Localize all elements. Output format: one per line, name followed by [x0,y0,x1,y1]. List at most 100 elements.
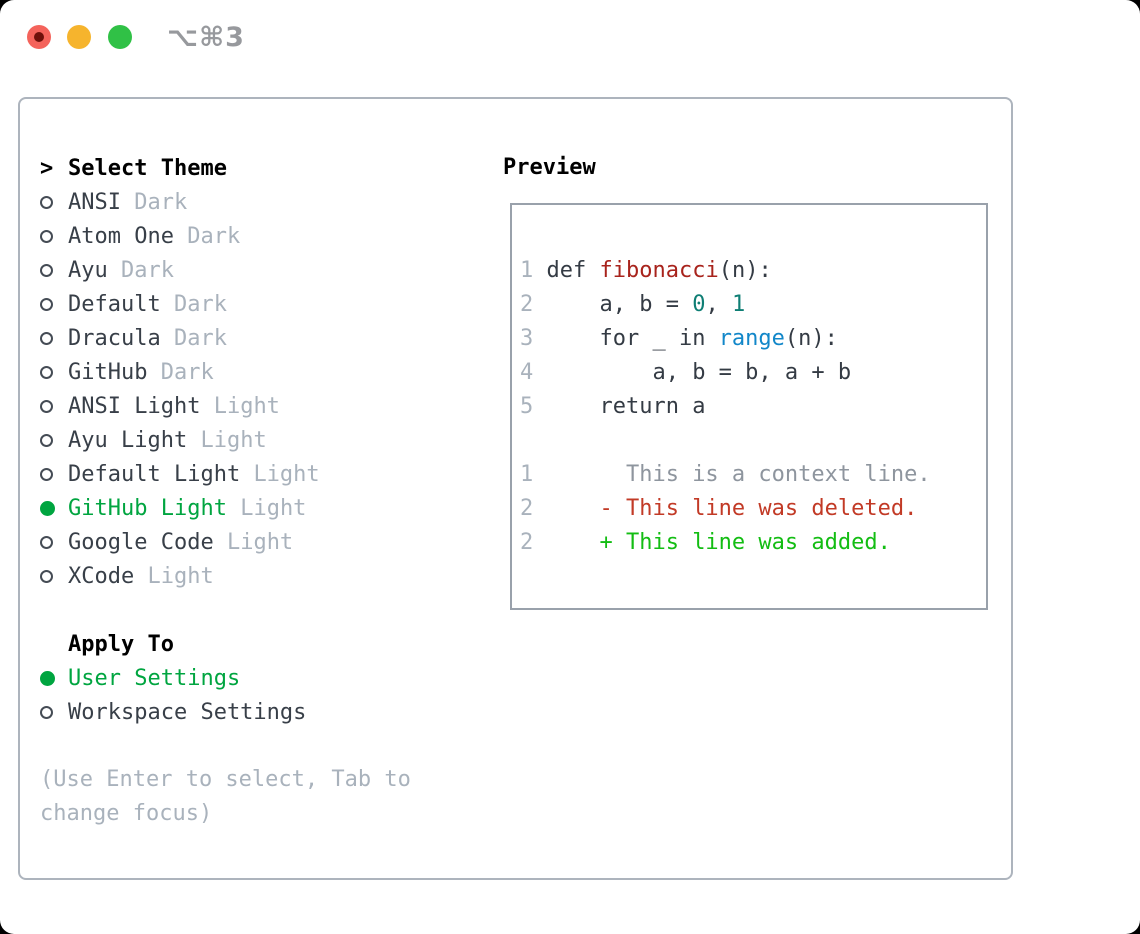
theme-name: ANSI [68,189,121,215]
zoom-button-icon[interactable] [108,25,132,49]
theme-variant: Dark [134,189,188,215]
radio-icon [40,229,53,243]
diff-context-line: 1 This is a context line. [520,458,980,492]
theme-name: Default Light [68,461,241,487]
theme-variant: Light [226,529,294,555]
titlebar: ⌥⌘3 [0,0,1140,72]
code-line: 5 return a [520,390,980,424]
apply-to-header: Apply To [40,627,490,661]
line-number: 5 [520,394,534,419]
theme-option-ansi-dark[interactable]: ANSI Dark [40,185,490,219]
radio-icon [40,569,53,583]
code-token: , [705,292,732,317]
code-token: a, b = b, a + b [533,360,852,385]
window-title: ⌥⌘3 [167,22,245,53]
close-button-icon[interactable] [27,25,51,49]
theme-variant: Dark [187,223,241,249]
theme-option-ayu-light[interactable]: Ayu Light Light [40,423,490,457]
apply-option-workspace-settings[interactable]: Workspace Settings [40,695,490,729]
diff-added-line: 2 + This line was added. [520,526,980,560]
code-token: return a [533,394,706,419]
number-token: 0 [692,292,706,317]
radio-icon [40,195,53,209]
radio-icon [40,365,53,379]
diff-context-text: This is a context line. [533,462,931,487]
apply-option-user-settings[interactable]: User Settings [40,661,490,695]
preview-box: 1 def fibonacci(n): 2 a, b = 0, 1 3 for … [510,203,988,610]
theme-name: Ayu Light [68,427,188,453]
theme-name: ANSI Light [68,393,201,419]
theme-variant: Dark [160,359,214,385]
theme-option-dracula-dark[interactable]: Dracula Dark [40,321,490,355]
preview-title: Preview [503,155,596,180]
select-theme-label: Select Theme [68,155,227,181]
theme-selector-panel: > Select Theme ANSI Dark Atom One Dark A… [18,97,1013,880]
code-line: 1 def fibonacci(n): [520,254,980,288]
theme-option-default-light[interactable]: Default Light Light [40,457,490,491]
theme-option-github-dark[interactable]: GitHub Dark [40,355,490,389]
code-token: a, b = [533,292,693,317]
radio-selected-icon [40,670,55,686]
code-line: 2 a, b = 0, 1 [520,288,980,322]
theme-list: > Select Theme ANSI Dark Atom One Dark A… [40,151,490,831]
line-number: 2 [520,292,534,317]
line-number: 1 [520,258,534,283]
diff-added-text: + This line was added. [533,530,891,555]
theme-option-ansi-light[interactable]: ANSI Light Light [40,389,490,423]
theme-name: GitHub [68,359,148,385]
select-theme-header: > Select Theme [40,151,490,185]
function-name-token: fibonacci [599,258,719,283]
theme-option-atom-one-dark[interactable]: Atom One Dark [40,219,490,253]
theme-variant: Dark [173,291,227,317]
theme-name: GitHub Light [68,495,227,521]
code-token: (n): [784,326,838,351]
radio-icon [40,705,53,719]
radio-icon [40,433,53,447]
theme-variant: Dark [173,325,227,351]
theme-variant: Light [213,393,280,419]
radio-icon [40,331,53,345]
hint-text-line1: (Use Enter to select, Tab to [40,767,411,792]
number-token: 1 [731,292,746,317]
apply-to-label: Apply To [68,631,174,657]
builtin-token: range [718,326,785,351]
code-line: 3 for _ in range(n): [520,322,980,356]
theme-option-github-light-selected[interactable]: GitHub Light Light [40,491,490,525]
radio-icon [40,297,53,311]
code-preview: 1 def fibonacci(n): 2 a, b = 0, 1 3 for … [512,205,986,560]
apply-option-label: User Settings [68,665,241,691]
hint-text-line2: change focus) [40,801,213,826]
line-number: 4 [520,360,534,385]
theme-name: Atom One [68,223,174,249]
radio-icon [40,467,53,481]
prompt-icon: > [40,155,54,181]
theme-option-default-dark[interactable]: Default Dark [40,287,490,321]
radio-icon [40,399,53,413]
code-token: def [533,258,600,283]
theme-name: Google Code [68,529,214,555]
code-line: 4 a, b = b, a + b [520,356,980,390]
line-number: 3 [520,326,534,351]
diff-deleted-text: - This line was deleted. [533,496,918,521]
line-number: 2 [520,496,534,521]
radio-icon [40,535,53,549]
theme-variant: Light [240,495,307,521]
theme-variant: Dark [121,257,174,283]
theme-option-xcode[interactable]: XCode Light [40,559,490,593]
line-number: 2 [520,530,534,555]
radio-icon [40,263,53,277]
diff-deleted-line: 2 - This line was deleted. [520,492,980,526]
theme-variant: Light [253,461,320,487]
theme-name: Ayu [68,257,108,283]
radio-selected-icon [40,500,55,516]
apply-option-label: Workspace Settings [68,699,307,725]
theme-option-google-code[interactable]: Google Code Light [40,525,490,559]
minimize-button-icon[interactable] [67,25,91,49]
line-number: 1 [520,462,534,487]
theme-variant: Light [200,427,267,453]
theme-option-ayu-dark[interactable]: Ayu Dark [40,253,490,287]
theme-name: XCode [68,563,135,589]
theme-variant: Light [147,563,214,589]
code-token: for _ in [533,326,719,351]
